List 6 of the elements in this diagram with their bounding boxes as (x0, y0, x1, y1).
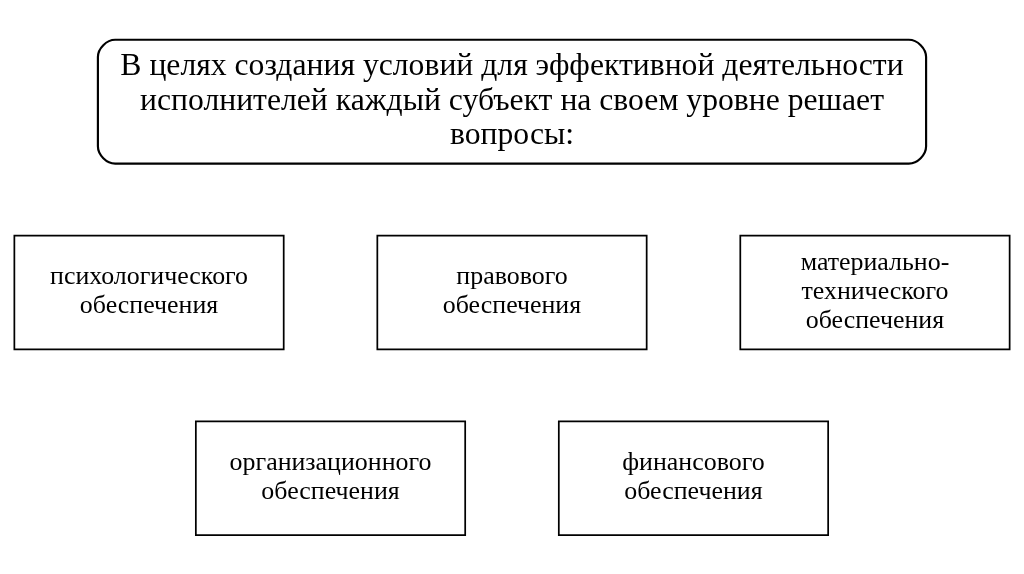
node-box: материально-технического обеспечения (739, 234, 1011, 350)
node-box: В целях создания условий для эффективной деятельности исполнителей каждый субъект на своем уровне решает вопросы: (96, 38, 928, 165)
node-box: организационного обеспечения (195, 420, 467, 536)
node-box: финансового обеспечения (557, 420, 829, 536)
node-box: психологического обеспечения (13, 234, 285, 350)
node-box: правового обеспечения (376, 234, 648, 350)
